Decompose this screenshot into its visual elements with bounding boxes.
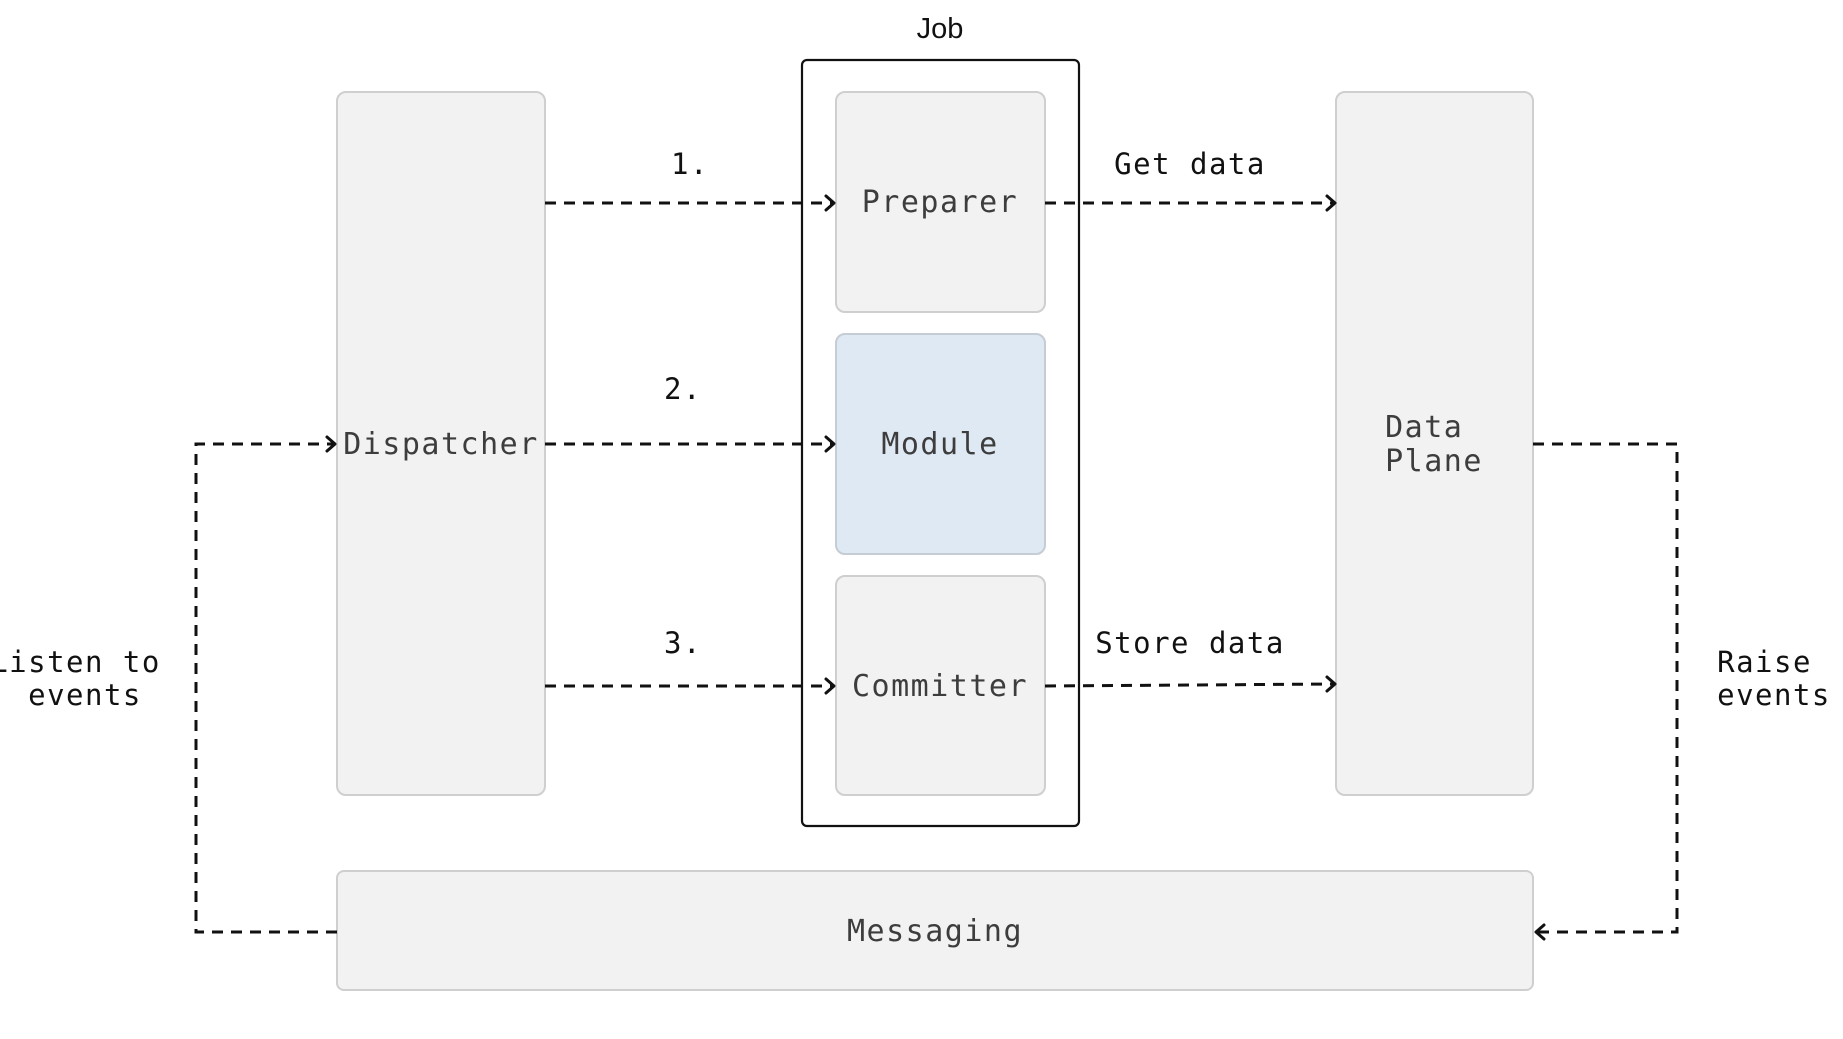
raise-events-label: Raise events	[1717, 645, 1831, 712]
store-data-label: Store data	[1095, 626, 1285, 660]
data-plane-node[interactable]: Data Plane	[1335, 91, 1534, 796]
messaging-label: Messaging	[847, 914, 1023, 949]
step-1-label: 1.	[671, 147, 709, 181]
edge-store-data	[1044, 675, 1337, 693]
edge-get-data	[1045, 194, 1337, 212]
committer-label: Committer	[852, 669, 1028, 704]
edge-listen-to-events	[194, 435, 337, 934]
job-group-title: Job	[917, 13, 964, 45]
listen-to-events-label: Listen to events	[0, 645, 180, 712]
step-3-label: 3.	[664, 626, 702, 660]
get-data-label: Get data	[1114, 147, 1266, 181]
messaging-node[interactable]: Messaging	[336, 870, 1534, 991]
committer-node[interactable]: Committer	[835, 575, 1046, 796]
dispatcher-node[interactable]: Dispatcher	[336, 91, 546, 796]
edge-step-1	[545, 194, 836, 212]
step-2-label: 2.	[664, 372, 702, 406]
edge-step-3	[545, 677, 836, 695]
data-plane-label: Data Plane	[1385, 410, 1483, 479]
dispatcher-label: Dispatcher	[343, 427, 539, 462]
preparer-label: Preparer	[862, 185, 1019, 220]
preparer-node[interactable]: Preparer	[835, 91, 1046, 313]
module-label: Module	[881, 427, 998, 462]
edge-step-2	[545, 435, 836, 453]
module-node[interactable]: Module	[835, 333, 1046, 555]
edge-raise-events	[1533, 442, 1679, 941]
